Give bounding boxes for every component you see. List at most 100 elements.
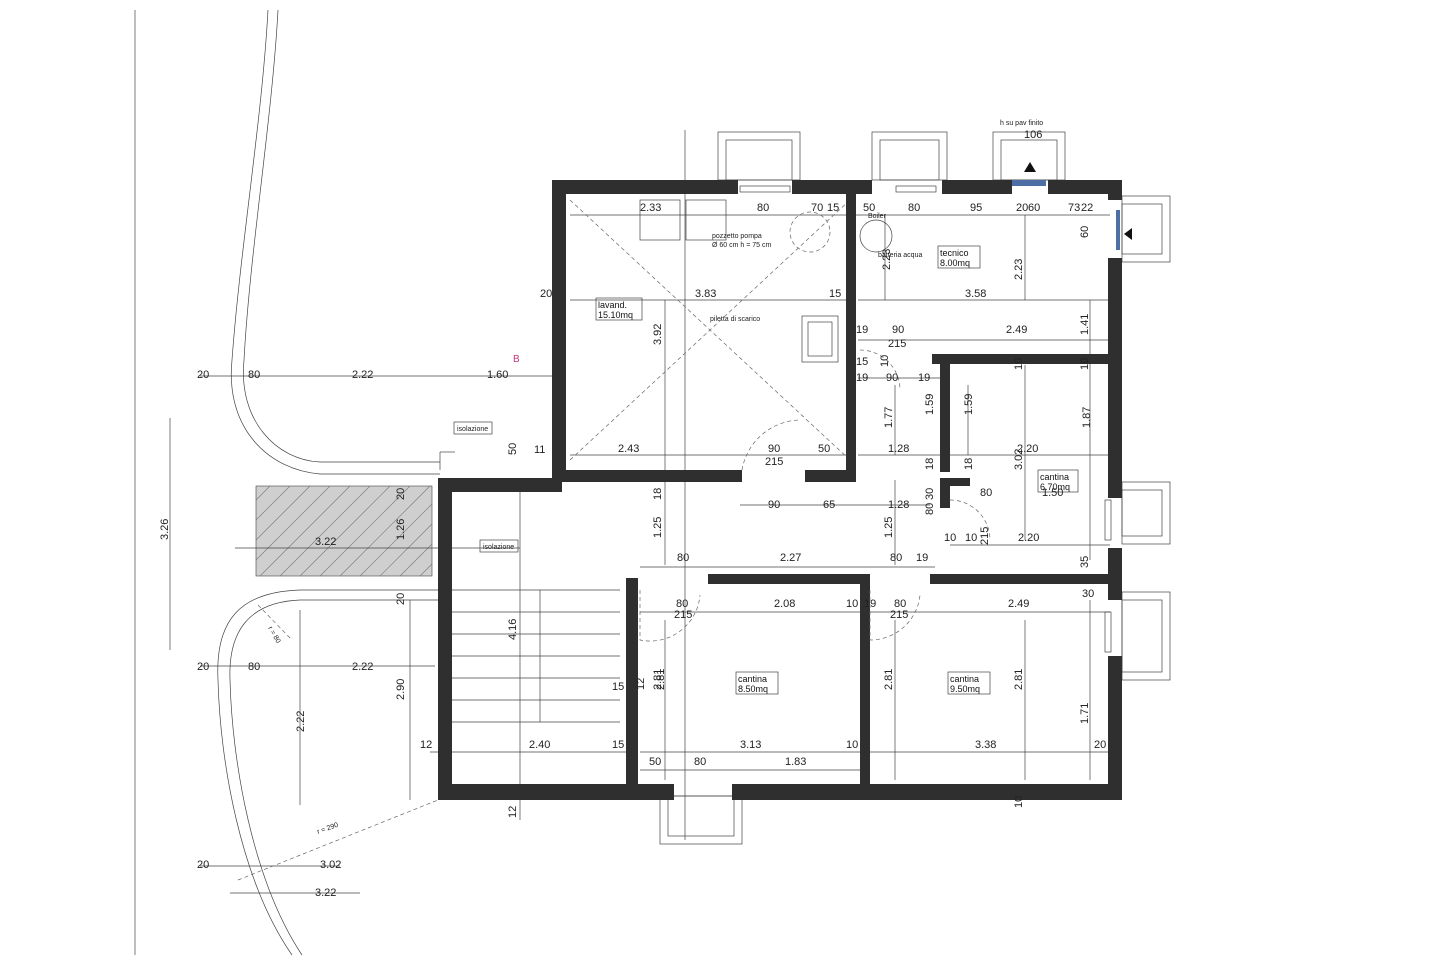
dimension-label: 1.71 [1079,703,1091,724]
dimension-label: 1.87 [1081,407,1093,428]
dimension-label: 80 [694,756,706,768]
door-swings [639,211,991,642]
dimension-label: 10 [1013,358,1025,370]
dimension-label: 90 [892,324,904,336]
dimension-label: 2.27 [780,552,801,564]
note-pozzetto-1: pozzetto pompa [712,233,762,240]
dimension-label: 30 [924,488,936,500]
dimension-label: 2.43 [618,443,639,455]
room-area-cantina-right: 9.50mq [950,684,980,694]
dimension-label: 80 [924,503,936,515]
dimension-label: 1.59 [963,394,975,415]
dimension-label: 20 [197,859,209,871]
dimension-label: 20 [197,661,209,673]
dimension-label: 20 [197,369,209,381]
note-batteria: batteria acqua [878,252,922,259]
dimension-label: 19 [916,552,928,564]
dimension-label: 19 [918,372,930,384]
dimension-label: 50 [818,443,830,455]
dimension-label: 12 [420,739,432,751]
dimension-label: 2.33 [640,202,661,214]
dimension-label: 1.28 [888,499,909,511]
dimension-label: 2.40 [529,739,550,751]
dimension-label: 3.92 [652,324,664,345]
dimension-label: 2.81 [655,669,667,690]
dimension-label: 10 [1079,358,1091,370]
dimension-label: 35 [1079,556,1091,568]
dimension-label: 10 [846,739,858,751]
dimension-label: 2.20 [1018,532,1039,544]
dimension-label: 50 [507,443,519,455]
dimension-label: 10 [846,598,858,610]
dimension-label: 10 [965,532,977,544]
room-labels: lavand. 15.10mq tecnico 8.00mq cantina 6… [595,245,1079,695]
dimension-label: 10 [944,532,956,544]
dimension-label: 80 [894,598,906,610]
dimension-label: 1.59 [924,394,936,415]
dimension-label: 12 [635,678,647,690]
dimension-label: 30 [1082,588,1094,600]
dimension-label: 15 [829,288,841,300]
dimension-label: 19 [856,324,868,336]
dimension-label: 215 [888,338,906,350]
dimension-label: 1.83 [785,756,806,768]
dimension-label: 60 [1079,226,1091,238]
dimension-label: 18 [924,458,936,470]
dimension-label: 80 [677,552,689,564]
dimension-label: 3.02 [320,859,341,871]
dimension-label: 90 [768,443,780,455]
dimension-label: 20 [395,488,407,500]
dimension-label: 2.49 [1006,324,1027,336]
room-name-cantina-small: cantina [1040,472,1069,482]
dimension-label: 3.22 [315,887,336,899]
dimension-label: 20 [540,288,552,300]
dimension-label: 80 [248,661,260,673]
room-name-cantina-mid: cantina [738,674,767,684]
dimension-label: 80 [757,202,769,214]
dimension-label: 18 [963,458,975,470]
dimension-label: 20 [1016,202,1028,214]
dimension-label: 2.49 [1008,598,1029,610]
dimension-label: 95 [970,202,982,214]
dimension-label: 215 [890,609,908,621]
dimension-label: 18 [652,488,664,500]
dimension-label: 20 [395,593,407,605]
dimension-label: 215 [765,456,783,468]
dimension-label: 19 [864,598,876,610]
dimension-label: 3.02 [1013,449,1025,470]
dimension-label: 50 [649,756,661,768]
dimension-label: 1.60 [487,369,508,381]
fixtures [639,162,1132,653]
dimension-label: 12 [507,806,519,818]
note-isolazione-2: isolazione [483,544,514,551]
room-name-cantina-right: cantina [950,674,979,684]
radius-290: r = 290 [316,822,339,836]
dimension-label: 3.22 [315,536,336,548]
dimension-label: 2.81 [883,669,895,690]
room-area-tecnico: 8.00mq [940,258,970,268]
dimension-label: 2.20 [1017,443,1038,455]
top-note-2: 106 [1024,129,1042,141]
dimension-label: 15 [856,356,868,368]
stairs [452,589,620,723]
dimension-label: 70 [811,202,823,214]
radius-80: r = 80 [266,626,281,645]
dimension-label: 3.26 [159,519,171,540]
dimension-label: 1.26 [395,519,407,540]
dimension-label: 215 [979,527,991,545]
dimension-label: 1.77 [883,407,895,428]
notes: pozzetto pompa Ø 60 cm h = 75 cm piletta… [266,120,1043,836]
room-name-lavanderia: lavand. [598,300,627,310]
dimension-label: 3.13 [740,739,761,751]
dimension-label: 215 [674,609,692,621]
walls [438,180,1122,800]
dimension-label: 2.23 [881,249,893,270]
dimension-label: 10 [1013,796,1025,808]
note-pozzetto-2: Ø 60 cm h = 75 cm [712,242,771,249]
ramp-boundary [134,9,440,956]
dimension-label: 80 [890,552,902,564]
dimension-label: 1.28 [888,443,909,455]
dimension-label: 15 [612,681,624,693]
dimension-label: 90 [886,372,898,384]
